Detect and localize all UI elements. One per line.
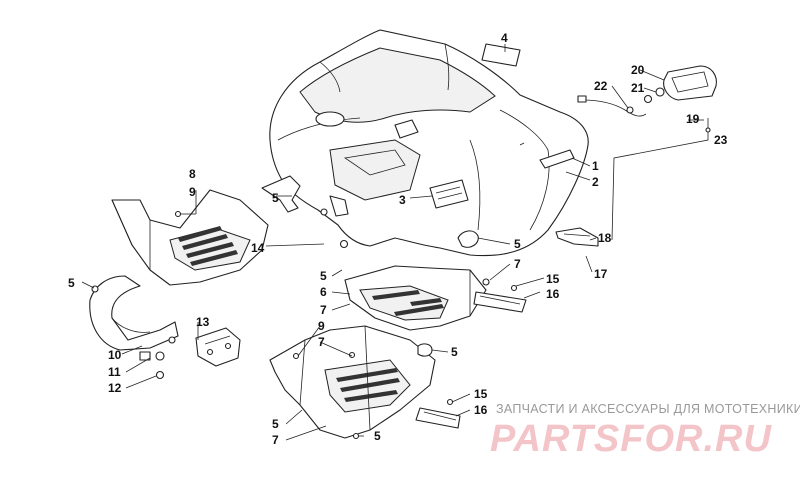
callout-5-bottom: 5 [374, 429, 381, 443]
callout-7-lower-a: 7 [318, 335, 325, 349]
callout-9-left: 9 [189, 185, 196, 199]
right-footwell-lower [269, 325, 436, 440]
footrest-bar-lower [415, 398, 461, 429]
callout-3: 3 [399, 193, 406, 207]
callout-15-upper: 15 [546, 272, 560, 286]
callout-19: 19 [686, 112, 700, 126]
callout-7-upper-right: 7 [514, 257, 521, 271]
reflector-bracket [555, 227, 599, 247]
callout-5-mid: 5 [320, 269, 327, 283]
callout-22: 22 [594, 79, 608, 93]
callout-16-upper: 16 [546, 287, 560, 301]
decal [481, 43, 521, 67]
callout-14: 14 [251, 241, 265, 255]
callout-10: 10 [108, 348, 122, 362]
callout-4: 4 [501, 31, 508, 45]
watermark-caption: ЗАПЧАСТИ И АКСЕССУАРЫ ДЛЯ МОТОТЕХНИКИ [496, 402, 800, 416]
leader-lines [81, 44, 704, 441]
callout-16-lower: 16 [474, 403, 488, 417]
callout-5-lower-right: 5 [451, 345, 458, 359]
callout-12: 12 [108, 381, 122, 395]
callout-7-lower-b: 7 [272, 433, 279, 447]
callout-8: 8 [189, 167, 196, 181]
hardware-left [91, 210, 182, 380]
callout-5-fender-right: 5 [514, 237, 521, 251]
callout-18: 18 [598, 231, 612, 245]
callout-5-left: 5 [68, 276, 75, 290]
right-footrest-upper [344, 265, 490, 331]
callout-23: 23 [714, 133, 728, 147]
callout-2: 2 [592, 175, 599, 189]
mud-guard [89, 275, 179, 351]
callout-15-lower: 15 [474, 387, 488, 401]
callout-5-fender-left: 5 [272, 191, 279, 205]
callout-11: 11 [108, 365, 121, 379]
footrest-bar-upper [473, 284, 527, 313]
callout-7-mid: 7 [320, 303, 327, 317]
watermark-logo: PARTSFOR.RU [490, 418, 772, 460]
callout-13: 13 [196, 315, 210, 329]
left-footwell [111, 189, 269, 286]
callout-6: 6 [320, 285, 327, 299]
callout-9-lower: 9 [318, 319, 325, 333]
taillight-assembly [577, 65, 717, 241]
callout-numbers: 4 20 22 21 19 23 1 2 3 8 9 5 14 5 18 17 … [68, 31, 728, 447]
callout-17: 17 [594, 267, 608, 281]
callout-5-lower-left: 5 [272, 417, 279, 431]
callout-1: 1 [592, 159, 599, 173]
rear-fender-body [261, 29, 589, 257]
mount-bracket [195, 327, 241, 367]
callout-21: 21 [631, 81, 645, 95]
callout-20: 20 [631, 63, 645, 77]
